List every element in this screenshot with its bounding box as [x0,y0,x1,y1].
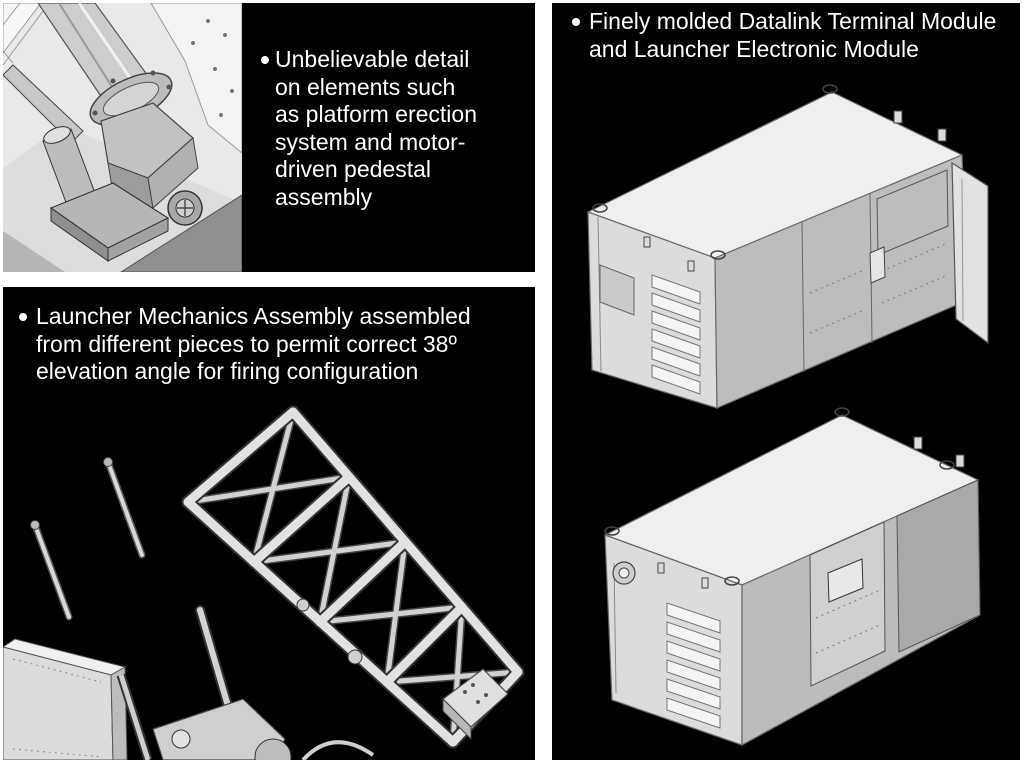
bullet-dot [261,56,269,64]
bullet-dot [572,18,580,26]
caption-line: driven pedestal [275,156,431,182]
caption-line: assembly [275,183,373,210]
truss-end-block [442,668,509,741]
caption-line: elevation angle for firing configuration [36,358,419,384]
launcher-electronic-module-render [603,407,981,747]
hydraulic-arm [3,64,96,206]
pedestal-flange [89,70,173,126]
background-wall [3,3,242,154]
pedestal-assembly-render [3,3,242,272]
caption-line: system and motor- [275,128,466,155]
launcher-mechanics-caption: Launcher Mechanics Assembly assembled fr… [36,303,471,386]
caption-line: Launcher Mechanics Assembly assembled [36,303,471,329]
drive-motor [167,190,203,226]
caption-line: Unbelievable detail [275,46,470,72]
pedestal-caption: Unbelievable detail on elements such as … [275,46,477,211]
caption-line: Finely molded Datalink Terminal Module [589,8,997,34]
bullet-dot [19,313,27,321]
loose-rod [103,457,146,559]
platform-mechanism [152,698,375,760]
pedestal-bracket [49,182,170,262]
caption-line: on elements such [275,73,456,100]
gearbox [100,102,199,209]
launcher-mechanics-render [3,405,525,760]
modules-render [586,84,989,747]
module-box-partial [3,638,128,760]
modules-caption: Finely molded Datalink Terminal Module a… [589,8,996,63]
caption-line: as platform erection [275,101,477,127]
caption-line: from different pieces to permit correct … [36,330,457,357]
launcher-truss-frame [181,405,525,749]
loose-rod [30,520,73,621]
caption-line: and Launcher Electronic Module [589,35,919,62]
launcher-mechanics-panel: Launcher Mechanics Assembly assembled fr… [3,287,535,760]
pedestal-detail-panel: Unbelievable detail on elements such as … [3,3,535,272]
datalink-terminal-module-render [586,84,989,409]
modules-panel: Finely molded Datalink Terminal Module a… [552,3,1020,760]
